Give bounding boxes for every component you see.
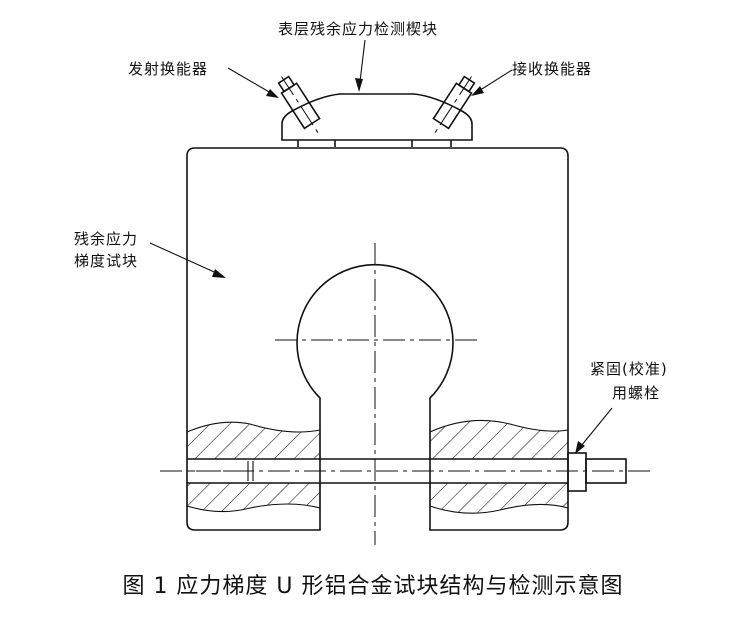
label-receiver: 接收换能器 xyxy=(512,60,593,78)
figure-caption: 图 1 应力梯度 U 形铝合金试块结构与检测示意图 xyxy=(122,574,624,599)
label-transmitter: 发射换能器 xyxy=(128,60,209,78)
transmitter-transducer xyxy=(277,75,321,136)
receiver-transducer xyxy=(432,75,476,136)
label-bolt-line2: 用螺栓 xyxy=(612,384,661,402)
leader-arrows xyxy=(149,39,613,454)
detection-wedge xyxy=(281,93,473,147)
center-lines xyxy=(160,243,652,545)
hatched-section xyxy=(186,419,569,514)
u-shaped-block xyxy=(186,147,569,531)
label-bolt-line1: 紧固(校准) xyxy=(590,360,668,378)
label-top-wedge: 表层残余应力检测楔块 xyxy=(278,20,439,38)
label-block-line1: 残余应力 xyxy=(74,230,139,248)
label-block-line2: 梯度试块 xyxy=(74,252,139,270)
